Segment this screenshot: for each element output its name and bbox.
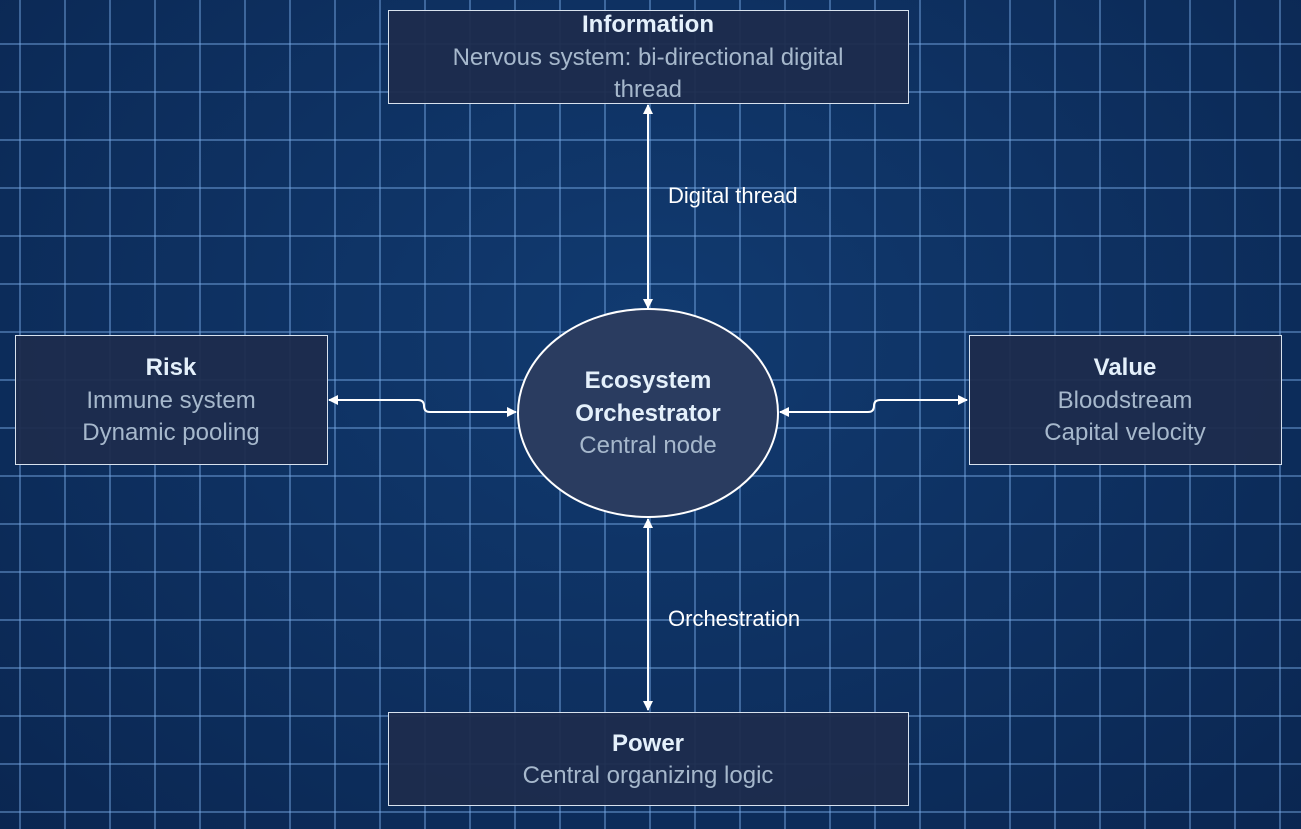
node-information[interactable]: Information Nervous system: bi-direction… [388,10,909,104]
edge-risk-center [328,395,517,417]
node-title: Risk [146,354,197,381]
node-desc: Dynamic pooling [82,419,259,446]
node-value[interactable]: Value Bloodstream Capital velocity [969,335,1282,465]
node-ecosystem-orchestrator[interactable]: Ecosystem Orchestrator Central node [517,308,779,518]
edge-label-digital-thread: Digital thread [668,183,798,208]
node-title: Ecosystem [585,367,712,394]
node-power[interactable]: Power Central organizing logic [388,712,909,806]
node-desc: thread [614,76,682,103]
node-title: Value [1094,354,1157,381]
node-desc: Bloodstream [1058,387,1193,414]
node-title: Information [582,11,714,38]
edge-label-orchestration: Orchestration [668,606,800,631]
node-title: Power [612,730,684,757]
node-title: Orchestrator [575,400,720,427]
edge-center-value [779,395,968,417]
node-desc: Immune system [86,387,255,414]
node-desc: Central node [579,432,716,459]
node-desc: Capital velocity [1044,419,1205,446]
node-risk[interactable]: Risk Immune system Dynamic pooling [15,335,328,465]
node-desc: Nervous system: bi-directional digital [453,44,844,71]
node-desc: Central organizing logic [523,762,774,789]
